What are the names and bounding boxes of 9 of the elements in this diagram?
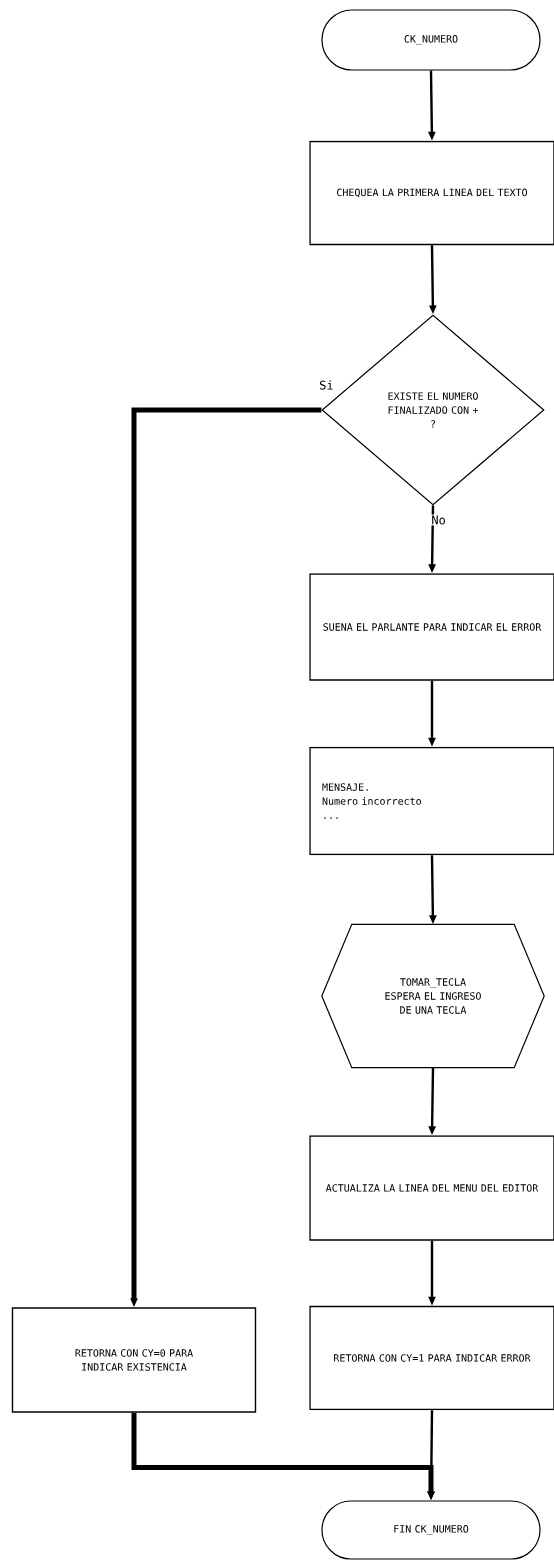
preparation-hexagon: TOMAR_TECLA ESPERA EL INGRESO DE UNA TECLA (321, 923, 545, 1069)
process-box: SUENA EL PARLANTE PARA INDICAR EL ERROR (309, 573, 554, 681)
process-box: ACTUALIZA LA LINEA DEL MENU DEL EDITOR (309, 1135, 554, 1241)
edge-label: Si (318, 379, 335, 391)
process-box: RETORNA CON CY=1 PARA INDICAR ERROR (309, 1305, 554, 1411)
process-box: MENSAJE. Numero incorrecto ... (309, 746, 554, 856)
process-box: CHEQUEA LA PRIMERA LINEA DEL TEXTO (309, 140, 554, 246)
process-box: RETORNA CON CY=0 PARA INDICAR EXISTENCIA (11, 1307, 257, 1413)
edge-label: No (430, 514, 447, 526)
